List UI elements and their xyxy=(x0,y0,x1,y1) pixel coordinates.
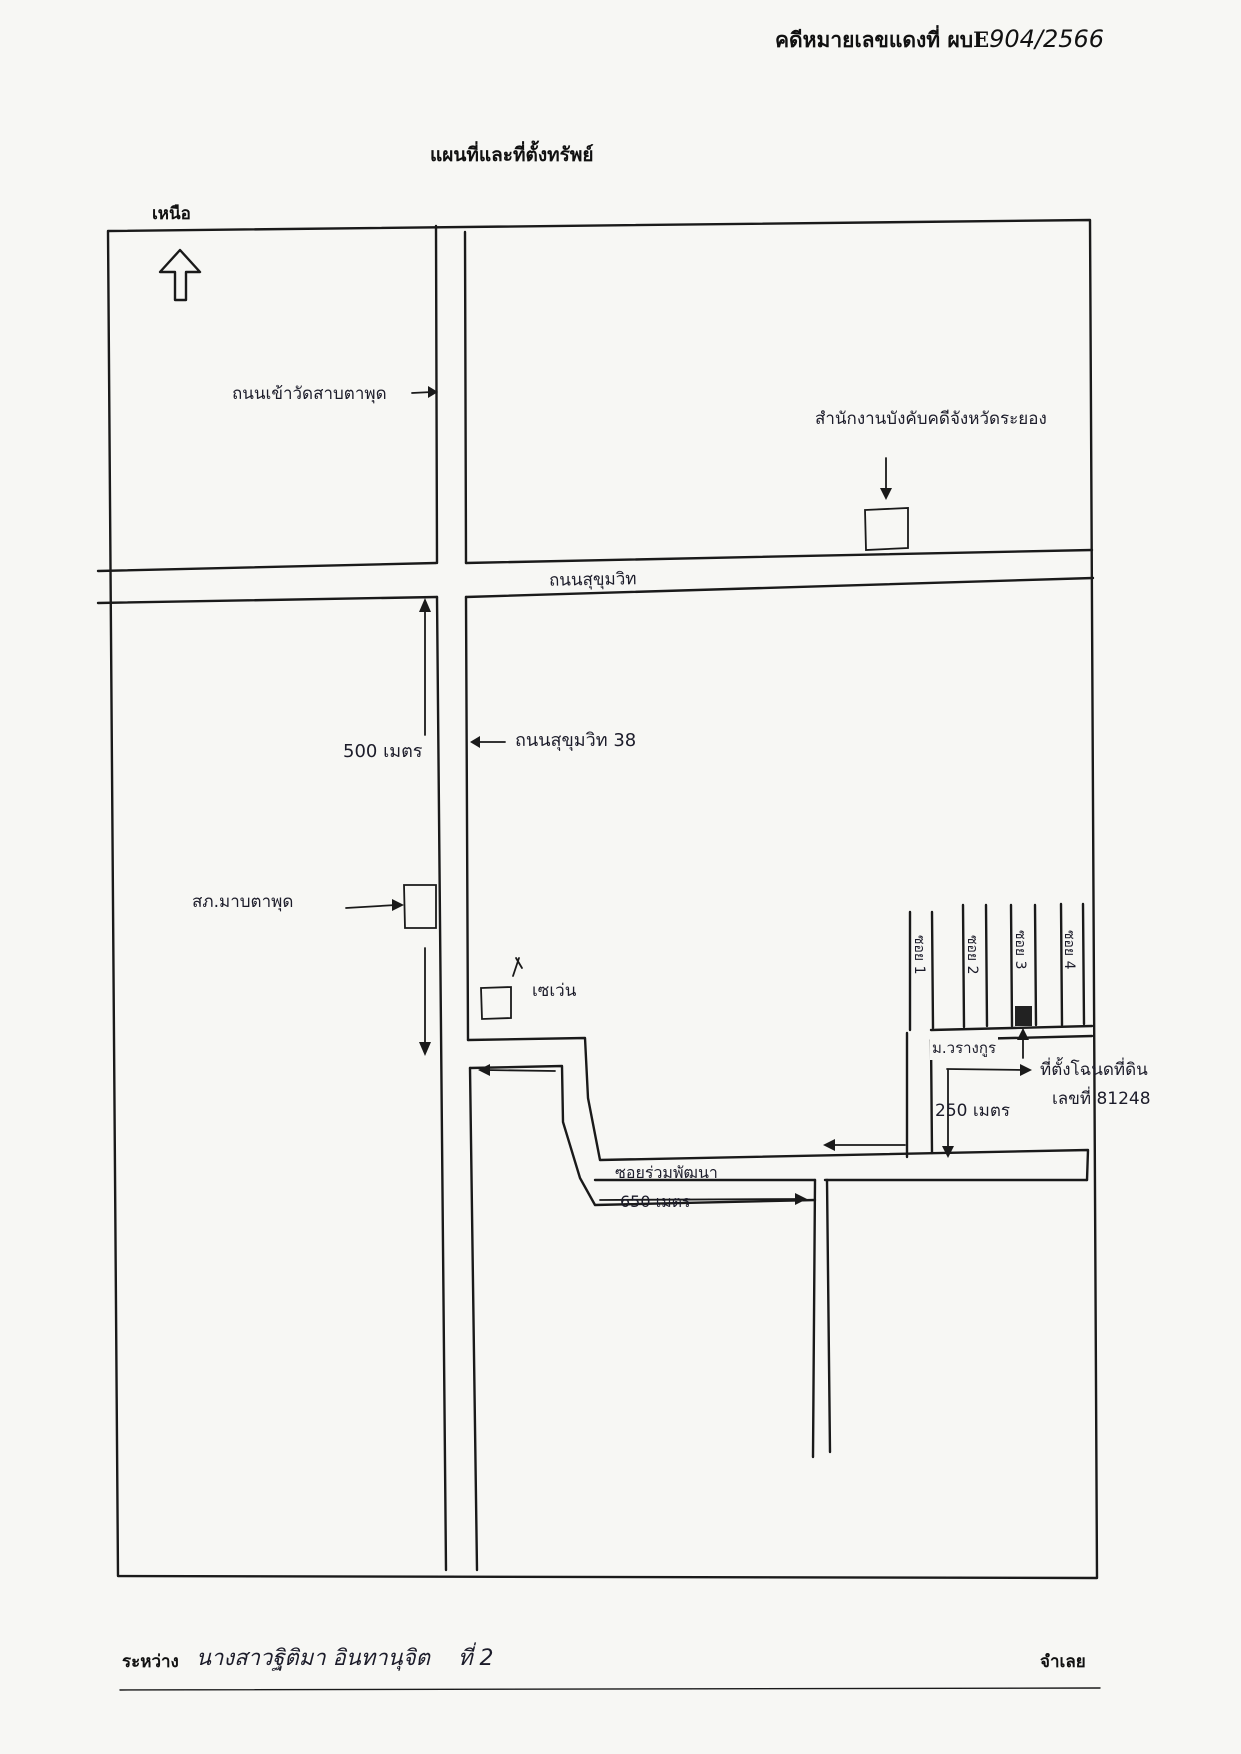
distance-250-label: 250 เมตร xyxy=(935,1101,1011,1121)
arrow-650-left xyxy=(484,1069,556,1072)
seven-eleven-label: เซเว่น xyxy=(532,981,577,1001)
sukhumvit-road-top-east xyxy=(464,548,1094,565)
case-number-header: คดีหมายเลขแดงที่ ผบE904/2566 xyxy=(775,24,1104,57)
lane-4 xyxy=(1059,902,1064,1027)
lane-label-3: ซอย 3 xyxy=(1012,930,1028,970)
village-road-top xyxy=(929,1024,1094,1032)
sukhumvit-road-top-west xyxy=(96,561,438,573)
lane-1-right xyxy=(930,910,935,1030)
sukhumvit-38-label: ถนนสุขุมวิท 38 xyxy=(515,730,637,751)
soi-road-inner xyxy=(468,1064,817,1207)
main-road-right-edge-south xyxy=(468,1066,479,1572)
case-number: 904/2566 xyxy=(989,25,1105,53)
distance-500-label: 500 เมตร xyxy=(343,741,423,762)
north-label: เหนือ xyxy=(152,204,191,224)
soi-road-label: ซอยร่วมพัฒนา xyxy=(615,1163,718,1182)
arrow-650-bottom xyxy=(599,1198,801,1201)
lane-label-1: ซอย 1 xyxy=(911,935,927,975)
map-frame xyxy=(106,218,1099,1580)
between-label: ระหว่าง xyxy=(122,1652,179,1672)
seven-eleven-marker xyxy=(512,957,523,977)
map-title: แผนที่และที่ตั้งทรัพย์ xyxy=(430,144,594,166)
main-road-left-edge xyxy=(434,224,439,565)
soi-road-outer xyxy=(466,1036,1090,1182)
arrow-250-right xyxy=(946,1068,1026,1071)
main-road-right-edge-north xyxy=(463,230,468,565)
party-name: นางสาวฐิติมา อินทานุจิต xyxy=(196,1646,430,1671)
office-label: สำนักงานบังคับคดีจังหวัดระยอง xyxy=(815,409,1047,429)
sukhumvit-road-bottom-west xyxy=(96,595,439,605)
footer-rule xyxy=(119,1687,1101,1691)
road-label-top-left: ถนนเข้าวัดสาบตาพุด xyxy=(232,384,387,404)
police-arrow xyxy=(345,904,397,909)
office-building xyxy=(864,507,909,551)
main-road-right-edge-mid xyxy=(464,595,470,1042)
role-label: จำเลย xyxy=(1040,1652,1086,1672)
lane-label-2: ซอย 2 xyxy=(964,935,980,975)
sukhumvit-road-label: ถนนสุขุมวิท xyxy=(548,569,637,591)
seven-eleven-building xyxy=(480,986,512,1020)
main-road-left-edge-south xyxy=(435,595,448,1572)
sukhumvit-road-bottom-east xyxy=(464,576,1095,599)
property-plot-marker xyxy=(1015,1006,1032,1026)
police-station-label: สภ.มาบตาพุด xyxy=(192,892,294,912)
lane-2 xyxy=(961,903,966,1029)
lane-4-right xyxy=(1081,902,1086,1026)
lane-3-right xyxy=(1033,903,1038,1027)
property-label-line2: เลขที่ 81248 xyxy=(1052,1089,1151,1109)
lane-3 xyxy=(1009,903,1014,1028)
village-label: ม.วรางกูร xyxy=(930,1036,999,1060)
branch-road-left xyxy=(811,1178,817,1459)
case-prefix: คดีหมายเลขแดงที่ ผบE xyxy=(775,27,990,52)
police-station-building xyxy=(403,884,437,929)
distance-650-label: 650 เมตร xyxy=(620,1192,691,1211)
north-arrow-icon xyxy=(158,248,202,302)
lane-2-right xyxy=(984,903,989,1028)
party-position: ที่ 2 xyxy=(458,1646,494,1671)
lane-label-4: ซอย 4 xyxy=(1061,930,1077,970)
branch-road-right xyxy=(825,1178,832,1454)
property-label-line1: ที่ตั้งโฉนดที่ดิน xyxy=(1040,1060,1148,1080)
